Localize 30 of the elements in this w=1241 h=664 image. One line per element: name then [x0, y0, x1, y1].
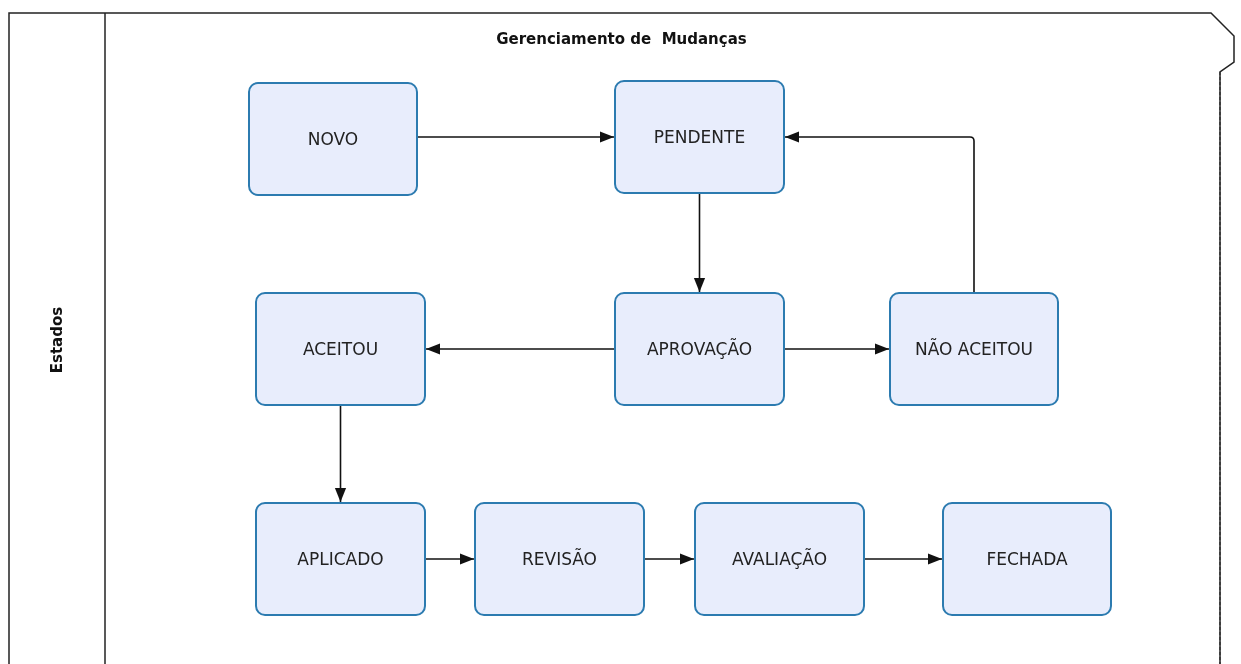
state-label: APROVAÇÃO	[646, 339, 753, 359]
state-box	[889, 292, 1059, 406]
swimlane-pool	[8, 12, 1235, 664]
arrow	[425, 553, 475, 565]
arrow	[334, 405, 347, 503]
state-box	[694, 502, 865, 616]
arrow	[864, 553, 943, 565]
state-box	[255, 502, 426, 616]
arrow	[784, 343, 890, 355]
diagram-title: Gerenciamento de Mudanças	[496, 30, 747, 48]
state-label: NÃO ACEITOU	[915, 339, 1033, 359]
state-label: NOVO	[307, 129, 359, 149]
lane-label: Estados	[48, 306, 66, 374]
state-label: PENDENTE	[653, 127, 746, 147]
arrow	[417, 131, 615, 143]
state-label: APLICADO	[297, 549, 384, 569]
arrow	[644, 553, 695, 565]
state-box	[474, 502, 645, 616]
arrow	[425, 343, 615, 355]
state-box	[614, 292, 785, 406]
arrow	[693, 193, 706, 293]
state-label: ACEITOU	[302, 339, 379, 359]
state-box	[942, 502, 1112, 616]
state-label: REVISÃO	[522, 549, 597, 569]
state-box	[255, 292, 426, 406]
state-label: FECHADA	[986, 549, 1068, 569]
arrow	[784, 131, 975, 293]
state-box	[248, 82, 418, 196]
state-box	[614, 80, 785, 194]
state-label: AVALIAÇÃO	[731, 549, 828, 569]
